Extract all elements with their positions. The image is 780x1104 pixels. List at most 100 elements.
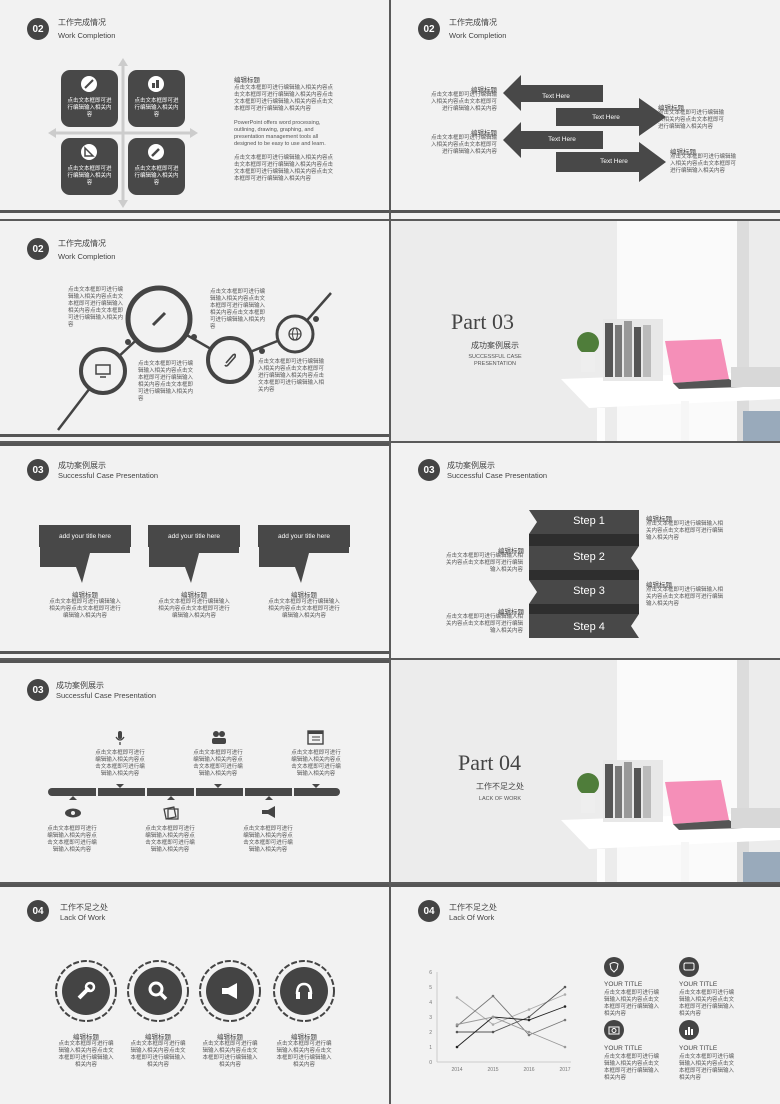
section-number-badge: 02 [418,18,440,40]
ribbon-shapes [39,525,350,583]
series-point [527,1033,531,1037]
series-point [527,1008,531,1011]
circle-text-3: 点击文本框即可进行编辑输入相关内容点击文本框即可进行编辑输入相关内容点击文本框即… [138,361,194,402]
section-title-en: Successful Case Presentation [58,471,159,480]
slide-case-steps: 03 成功案例展示 Successful Case Presentation S… [391,443,780,658]
section-title-cn: 工作完成情况 [58,239,106,248]
bottom-text-3: 点击文本框即可进行编辑输入相关内容点击文本框即可进行编辑输入相关内容 [243,826,293,853]
icon-circles [55,960,335,1022]
y-tick-label: 3 [429,1015,432,1021]
y-tick-label: 6 [429,970,432,976]
slide-case-ribbons: 03 成功案例展示 Successful Case Presentation a… [0,443,389,658]
series-point [527,1018,531,1022]
y-tick-label: 1 [429,1045,432,1051]
pen-icon [148,144,164,160]
part-subtitle-cn: 成功案例展示 [471,341,519,350]
item-text-2: 点击文本框即可进行编辑输入相关内容点击文本框即可进行编辑输入相关内容 [158,599,230,619]
wrench-icon [77,981,96,1000]
section-title-en: Successful Case Presentation [447,471,548,480]
item-text-1: 点击文本框即可进行编辑输入相关内容点击文本框即可进行编辑输入相关内容 [604,990,660,1017]
arrow-shapes [503,75,666,182]
paragraph-3: 点击文本框即可进行编辑输入相关内容点击文本框即可进行编辑输入相关内容点击文本框即… [234,155,334,182]
desk-photo [561,319,780,441]
y-tick-label: 2 [429,1030,432,1036]
item-title-4: 编辑标题 [498,609,524,616]
y-tick-label: 4 [429,1000,432,1006]
slide-work-completion-grid: 02 工作完成情况 Work Completion 点击文本框即可进行编辑输入相… [0,0,389,219]
section-title-cn: 工作完成情况 [449,18,497,27]
series-point [455,1030,459,1034]
section-title-cn: 成功案例展示 [447,461,495,470]
part-title: Part 03 [451,309,514,334]
series-line-4 [456,1006,566,1048]
quad-box-3-text: 点击文本框即可进行编辑输入相关内容 [67,166,112,186]
slide-work-completion-circles: 02 工作完成情况 Work Completion 点击文本框即可进行编辑输入相… [0,221,389,441]
series-point [563,985,567,989]
series-point [491,1015,495,1019]
bottom-bar [391,210,780,213]
top-bar [0,660,389,663]
slide-part-04: Part 04 工作不足之处 LACK OF WORK [391,660,780,882]
timeline-bar [48,784,340,800]
top-text-3: 点击文本框即可进行编辑输入相关内容点击文本框即可进行编辑输入相关内容 [291,750,341,777]
section-number-badge: 04 [27,900,49,922]
section-title-cn: 工作不足之处 [60,903,108,912]
item-title-3: 编辑标题 [217,1034,243,1041]
item-title-1: 编辑标题 [72,592,98,599]
ribbon-label-2: add your title here [167,533,221,540]
section-number-badge: 03 [27,459,49,481]
paragraph-2: PowerPoint offers word processing, outli… [234,120,326,147]
microphone-icon [115,731,125,745]
item-text-3: 点击文本框即可进行编辑输入相关内容点击文本框即可进行编辑输入相关内容 [604,1054,660,1081]
section-title-cn: 成功案例展示 [58,461,106,470]
item-text-3: 点击文本框即可进行编辑输入相关内容点击文本框即可进行编辑输入相关内容 [646,587,724,607]
series-point [563,1045,567,1049]
arrow-label-3: Text Here [548,136,576,143]
item-title-2: 编辑标题 [145,1034,171,1041]
part-subtitle-cn: 工作不足之处 [476,782,524,791]
step-label-4: Step 4 [573,621,605,633]
item-text-1: 点击文本框即可进行编辑输入相关内容点击文本框即可进行编辑输入相关内容 [58,1041,114,1068]
series-point [455,1045,459,1049]
section-title-cn: 成功案例展示 [56,681,104,690]
section-title-cn: 工作不足之处 [449,903,497,912]
bottom-text-2: 点击文本框即可进行编辑输入相关内容点击文本框即可进行编辑输入相关内容 [145,826,195,853]
bottom-bar [0,651,389,654]
part-subtitle-en-2: PRESENTATION [474,361,516,367]
cross-arrows [48,58,198,208]
ribbon-label-3: add your title here [277,533,331,540]
item-text-4: 点击文本框即可进行编辑输入相关内容点击文本框即可进行编辑输入相关内容 [445,614,523,634]
part-title: Part 04 [458,750,521,775]
series-point [527,1030,531,1034]
item-text-4: 点击文本框即可进行编辑输入相关内容点击文本框即可进行编辑输入相关内容 [670,154,737,174]
circle-text-1: 点击文本框即可进行编辑输入相关内容点击文本框即可进行编辑输入相关内容点击文本框即… [68,287,124,328]
section-title-cn: 工作完成情况 [58,18,106,27]
ruler-icon [81,144,97,160]
section-number-badge: 03 [27,679,49,701]
series-point [491,1030,495,1034]
top-bar [0,884,389,887]
timeline-circles [57,285,332,431]
x-tick-label: 2015 [487,1067,498,1073]
paperclip-icon [224,353,237,367]
item-text-3: 点击文本框即可进行编辑输入相关内容点击文本框即可进行编辑输入相关内容 [202,1041,258,1068]
shield-icon [604,957,624,977]
item-title-3: 编辑标题 [291,592,317,599]
magnifier-icon [148,981,168,1001]
step-label-3: Step 3 [573,585,605,597]
item-title-2: YOUR TITLE [679,981,718,988]
megaphone-icon [262,806,275,818]
step-label-1: Step 1 [573,515,605,527]
item-text-2: 点击文本框即可进行编辑输入相关内容点击文本框即可进行编辑输入相关内容 [679,990,735,1017]
top-bar [0,443,389,446]
slide-case-timeline: 03 成功案例展示 Successful Case Presentation 点… [0,660,389,882]
arrow-label-1: Text Here [542,93,570,100]
photos-icon [163,806,179,820]
y-tick-label: 0 [429,1060,432,1066]
top-bar [391,884,780,887]
bar-chart-icon [679,1020,699,1040]
bottom-text-1: 点击文本框即可进行编辑输入相关内容点击文本框即可进行编辑输入相关内容 [47,826,97,853]
part-subtitle-en-1: SUCCESSFUL CASE [468,354,522,360]
chat-icon [679,957,699,977]
